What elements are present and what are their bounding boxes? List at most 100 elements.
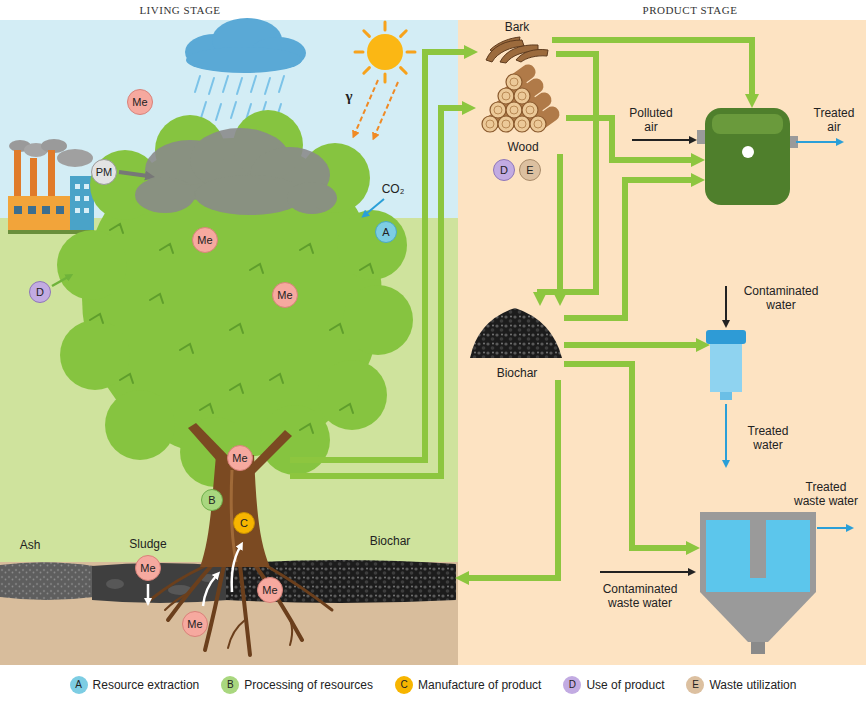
flow-arrow — [564, 342, 700, 348]
wood-logs — [518, 120, 526, 128]
legend-letter: E — [692, 680, 699, 690]
badge-circle: Me — [135, 555, 161, 581]
legend-item: CManufacture of product — [395, 676, 541, 694]
sun — [367, 34, 403, 70]
wastewater-tank — [700, 512, 816, 592]
use-arrow — [52, 277, 68, 286]
node-label: Bark — [478, 20, 556, 34]
water-filter — [706, 330, 746, 344]
badge-circle: PM — [91, 159, 117, 185]
legend-item: AResource extraction — [70, 676, 200, 694]
badge-circle: Me — [192, 227, 218, 253]
flow-arrow — [290, 108, 466, 476]
ground-band — [106, 579, 124, 589]
node-label: A — [382, 226, 389, 238]
legend-swatch: C — [395, 676, 413, 694]
medium-arrow — [632, 139, 691, 141]
factory — [84, 184, 89, 189]
tree-canopy — [57, 110, 413, 487]
badge-circle: Me — [127, 89, 153, 115]
flow-label: Polluted air — [624, 106, 678, 134]
uptake-arrow — [232, 547, 240, 592]
badge-circle: Me — [257, 577, 283, 603]
legend-letter: D — [569, 680, 576, 690]
air-filter — [697, 130, 706, 144]
rain-drops — [251, 76, 256, 92]
wood-logs — [490, 102, 506, 118]
legend-swatch: D — [563, 676, 581, 694]
rain-cloud — [185, 18, 306, 73]
uptake-arrow — [148, 547, 240, 606]
sun — [401, 31, 407, 37]
tree-roots — [285, 610, 292, 645]
node-label: Biochar — [360, 534, 420, 548]
node-label: Me — [140, 562, 155, 574]
node-label: E — [526, 164, 533, 176]
badge-circle: E — [519, 159, 541, 181]
wood-logs — [502, 120, 510, 128]
wood-logs — [534, 120, 542, 128]
tree-roots — [240, 565, 250, 655]
sun — [355, 22, 415, 82]
wood-logs — [506, 102, 522, 118]
legend-letter: B — [227, 680, 234, 690]
wood-logs — [482, 74, 546, 132]
wastewater-tank — [750, 512, 766, 578]
uptake-arrow — [147, 584, 150, 600]
air-filter — [705, 108, 790, 205]
legend-text: Use of product — [586, 678, 664, 692]
flow-arrow — [564, 364, 690, 548]
rain-drops — [223, 76, 228, 92]
water-filter — [706, 330, 746, 400]
medium-arrow — [725, 286, 727, 322]
badge-circle: Me — [272, 282, 298, 308]
node-label: PM — [96, 166, 113, 178]
wood-logs — [526, 106, 534, 114]
wastewater-tank — [700, 512, 816, 654]
badge-circle: A — [375, 221, 397, 243]
wood-logs — [518, 92, 526, 100]
factory — [84, 196, 89, 201]
node-label: Me — [197, 234, 212, 246]
legend: AResource extractionBProcessing of resou… — [0, 670, 866, 700]
wood-logs — [498, 116, 514, 132]
biochar-pile — [470, 308, 562, 358]
factory — [8, 196, 74, 234]
flow-connector — [557, 154, 563, 296]
legend-text: Waste utilization — [709, 678, 796, 692]
legend-letter: A — [75, 680, 82, 690]
tree-roots — [150, 565, 332, 655]
wood-logs — [486, 78, 542, 128]
panel-ground — [0, 20, 866, 665]
badge-circle: Me — [227, 445, 253, 471]
factory — [84, 208, 89, 213]
wood-logs — [482, 72, 552, 132]
tree-canopy — [57, 230, 127, 300]
flow-arrow — [566, 118, 695, 160]
tree-canopy — [317, 360, 387, 430]
factory — [56, 206, 64, 214]
tree-roots — [165, 592, 190, 610]
flow-arrow — [552, 40, 752, 98]
medium-arrow — [600, 571, 690, 573]
node-label: Me — [132, 96, 147, 108]
legend-swatch: A — [70, 676, 88, 694]
radiation-arrow — [375, 82, 398, 135]
gas-label: CO₂ — [378, 182, 408, 196]
flow-arrow — [564, 180, 695, 318]
air-filter — [712, 114, 783, 134]
tree-canopy — [260, 405, 330, 475]
co2-arrow — [366, 199, 384, 214]
wood-logs — [506, 74, 522, 90]
smog-cloud — [287, 182, 337, 214]
rain-drops — [237, 78, 242, 94]
rain-drops — [279, 76, 284, 92]
flow-connector — [465, 380, 558, 578]
wood-logs — [510, 78, 518, 86]
rain-drops — [231, 102, 236, 118]
flow-label: Treated air — [808, 106, 860, 134]
badge-circle: D — [493, 159, 515, 181]
sun — [407, 51, 415, 54]
rain-drops — [209, 78, 214, 94]
stage-heading: LIVING STAGE — [100, 3, 260, 17]
